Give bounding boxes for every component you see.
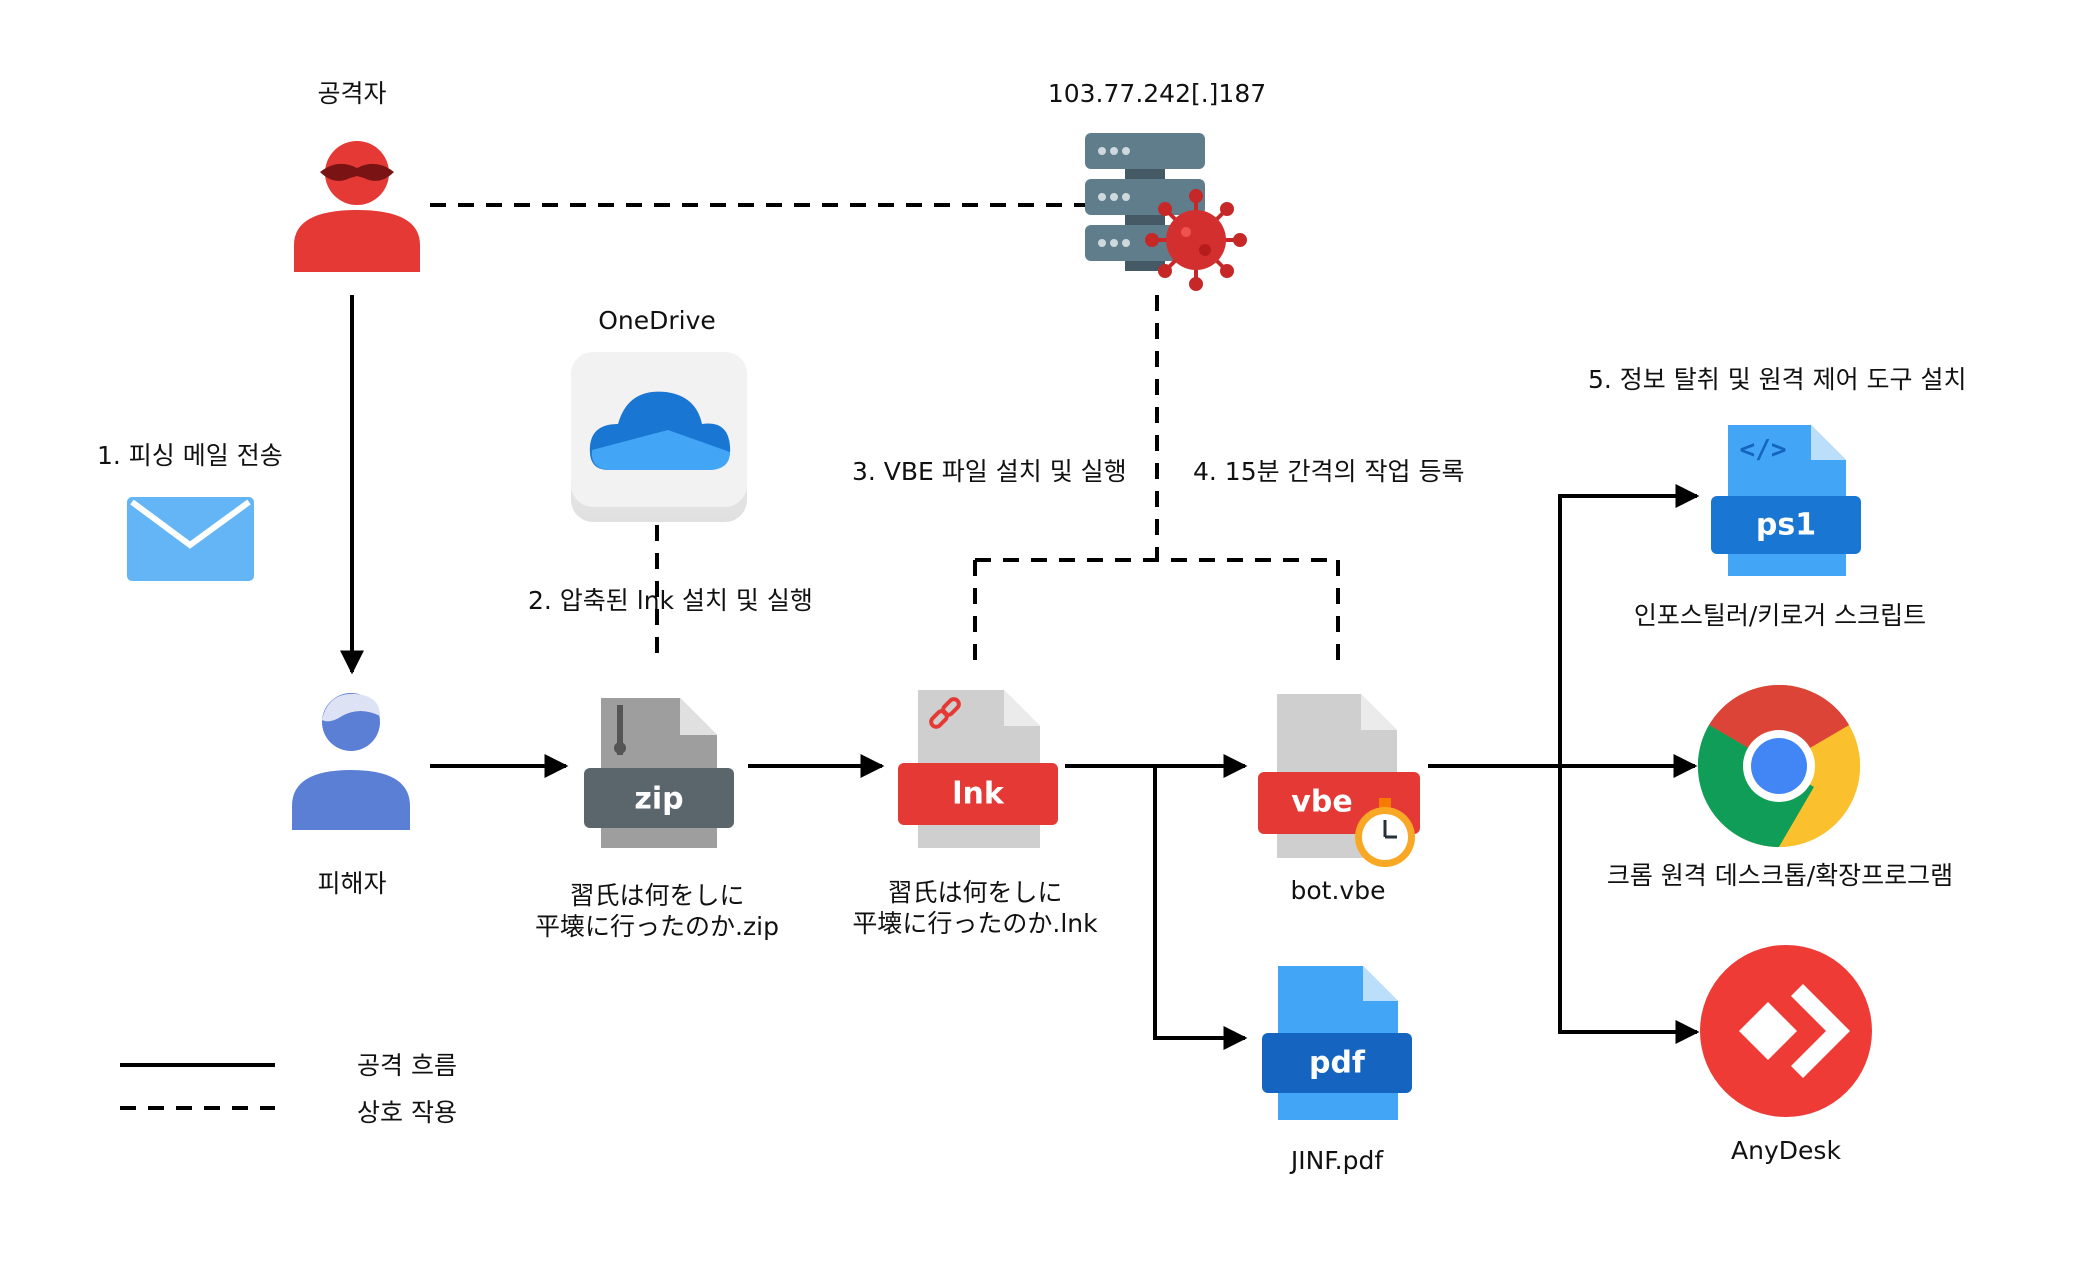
stopwatch-icon xyxy=(1355,798,1415,867)
victim-icon xyxy=(292,693,410,830)
step1-label: 1. 피싱 메일 전송 xyxy=(97,441,283,470)
victim-label: 피해자 xyxy=(317,869,387,898)
onedrive-label: OneDrive xyxy=(598,306,716,335)
vbe-filename-label: bot.vbe xyxy=(1290,876,1386,905)
server-ip-label: 103.77.242[.]187 xyxy=(1047,79,1267,108)
pdf-file-icon: pdf xyxy=(1262,966,1412,1120)
chrome-tool-label: 크롬 원격 데스크톱/확장프로그램 xyxy=(1606,861,1954,890)
ps1-tool-label: 인포스틸러/키로거 스크립트 xyxy=(1633,601,1927,630)
server-icon xyxy=(1085,133,1205,271)
arrow-vbe-ps1 xyxy=(1558,484,1700,766)
virus-icon xyxy=(1145,189,1247,291)
arrow-lnk-pdf xyxy=(1153,766,1248,1050)
lnk-file-icon: lnk xyxy=(898,690,1058,848)
legend-dashed-label: 상호 작용 xyxy=(357,1098,457,1127)
zip-filename-label: 習氏は何をしに 平壊に行ったのか.zip xyxy=(535,880,779,943)
zip-file-icon: zip xyxy=(584,698,734,848)
ps1-file-icon: </> ps1 xyxy=(1711,425,1861,576)
attacker-label: 공격자 xyxy=(317,79,387,108)
ps1-tag: ps1 xyxy=(1756,508,1816,543)
vbe-tag: vbe xyxy=(1291,785,1352,820)
step5-label: 5. 정보 탈취 및 원격 제어 도구 설치 xyxy=(1588,365,1967,394)
lnk-filename-line2: 平壊に行ったのか.lnk xyxy=(852,909,1098,939)
lnk-filename-label: 習氏は何をしに 平壊に行ったのか.lnk xyxy=(852,877,1097,940)
code-glyph: </> xyxy=(1740,435,1787,465)
zip-tag: zip xyxy=(634,782,683,817)
zip-filename-line1: 習氏は何をしに xyxy=(569,881,745,910)
mail-icon xyxy=(127,497,254,581)
lnk-tag: lnk xyxy=(952,777,1005,812)
step2-label: 2. 압축된 lnk 설치 및 실행 xyxy=(528,586,813,615)
onedrive-icon xyxy=(571,352,747,522)
pdf-tag: pdf xyxy=(1309,1046,1366,1081)
step3-label: 3. VBE 파일 설치 및 실행 xyxy=(852,457,1127,486)
zip-filename-line2: 平壊に行ったのか.zip xyxy=(535,912,779,942)
connectors xyxy=(120,203,1700,1110)
lnk-filename-line1: 習氏は何をしに xyxy=(887,878,1063,907)
pdf-filename-label: JINF.pdf xyxy=(1290,1146,1384,1175)
step4-label: 4. 15분 간격의 작업 등록 xyxy=(1193,457,1465,486)
anydesk-tool-label: AnyDesk xyxy=(1731,1136,1841,1165)
anydesk-icon xyxy=(1700,945,1872,1117)
chrome-icon xyxy=(1697,684,1861,848)
link-chain-icon xyxy=(929,697,961,729)
legend-solid-label: 공격 흐름 xyxy=(357,1051,457,1080)
arrow-vbe-anydesk xyxy=(1558,766,1700,1044)
attacker-icon xyxy=(294,141,420,272)
